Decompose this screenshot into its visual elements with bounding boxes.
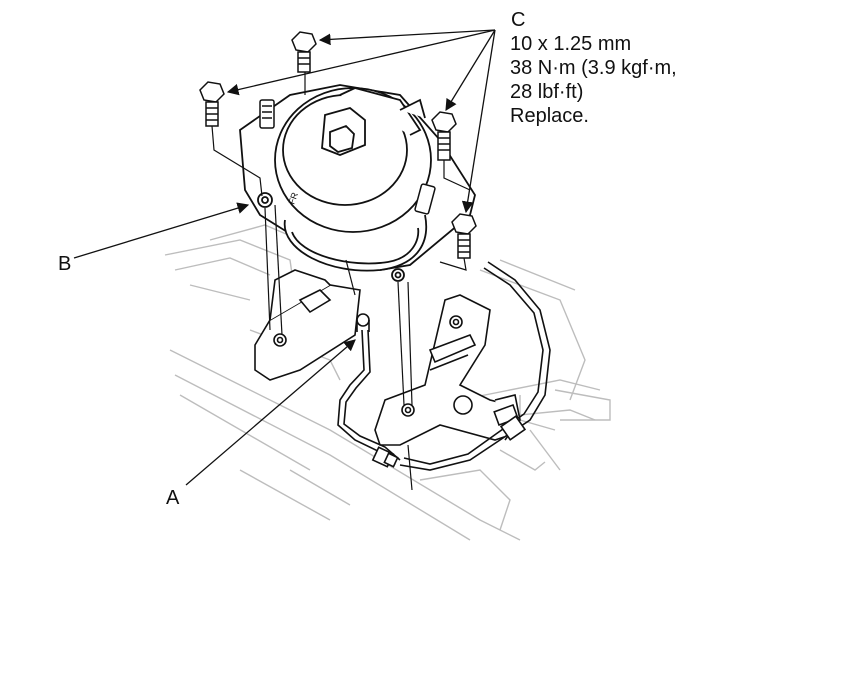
callout-c-block: C 10 x 1.25 mm 38 N·m (3.9 kgf·m, 28 lbf… [510, 8, 677, 128]
ground-cable [337, 261, 551, 471]
bolt-left [199, 81, 225, 127]
stud-right [414, 183, 436, 215]
callout-label-c: C [511, 9, 526, 31]
lower-bracket-left [254, 269, 361, 381]
lower-bracket-right [374, 294, 521, 446]
spec-thread-size: 10 x 1.25 mm [510, 33, 632, 55]
fr-marking: FR [286, 191, 300, 206]
callout-label-b: B [58, 253, 72, 275]
callout-label-a: A [166, 487, 180, 509]
spec-torque-lbf: 28 lbf·ft) [510, 81, 584, 103]
rubber-mount-body [274, 87, 432, 272]
bolt-top [291, 31, 317, 73]
bolt-right-upper [431, 111, 457, 161]
alignment-lines [211, 72, 471, 491]
callout-leaders [73, 29, 496, 486]
chassis-frame [164, 224, 611, 541]
spec-torque-nm: 38 N·m (3.9 kgf·m, [510, 57, 677, 79]
fr-marking-text: FR [286, 191, 300, 206]
stud-left [259, 99, 275, 129]
bolt-right-lower [451, 213, 477, 259]
spec-replace-note: Replace. [510, 105, 589, 127]
